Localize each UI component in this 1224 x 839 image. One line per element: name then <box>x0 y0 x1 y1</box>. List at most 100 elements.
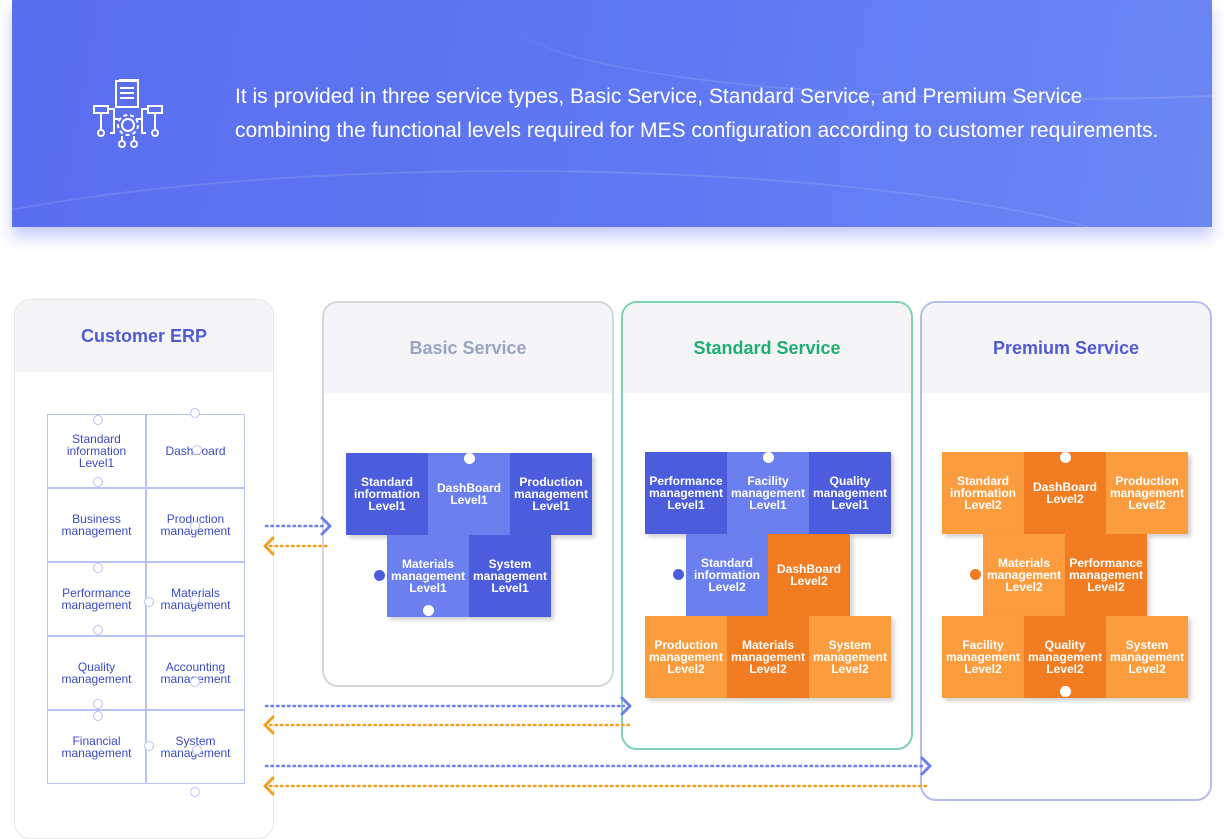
puzzle-knob <box>93 415 103 425</box>
block-label-line: Standard <box>700 556 753 570</box>
block-label-line: Level2 <box>1087 580 1125 594</box>
block-label-line: management <box>648 650 724 664</box>
erp-module-cell: Accountingmanagement <box>146 636 245 710</box>
block-label-line: information <box>354 487 420 501</box>
block-label-line: DashBoard <box>1032 480 1097 494</box>
block-label-line: Level1 <box>78 456 115 470</box>
block-label-line: Level1 <box>450 493 488 507</box>
block-label-line: Level2 <box>790 574 828 588</box>
premium-service-panel: Premium Service <box>920 301 1212 801</box>
block-label-line: management <box>1027 650 1103 664</box>
block-label-line: management <box>730 486 806 500</box>
puzzle-connector-dot <box>374 570 385 581</box>
puzzle-connector-dot <box>464 453 475 464</box>
block-label-line: Materials <box>997 556 1051 570</box>
puzzle-knob <box>144 741 154 751</box>
block-label-line: management <box>812 486 888 500</box>
banner-text: It is provided in three service types, B… <box>235 80 1195 148</box>
block-label-line: Facility <box>962 638 1004 652</box>
block-label-line: Production <box>166 512 225 526</box>
block-label-line: Quality <box>1044 638 1086 652</box>
block-label-line: Performance <box>62 586 131 600</box>
puzzle-knob <box>93 699 103 709</box>
puzzle-knob <box>190 787 200 797</box>
block-label-line: Level1 <box>532 499 570 513</box>
basic-service-title: Basic Service <box>324 303 612 393</box>
block-label-line: Level1 <box>491 581 529 595</box>
block-label-line: Accounting <box>165 660 226 674</box>
block-label-line: Financial <box>72 734 121 748</box>
puzzle-connector-dot <box>763 452 774 463</box>
block-label-line: Standard <box>956 474 1009 488</box>
banner-line-1: It is provided in three service types, B… <box>235 85 1083 108</box>
block-label-line: management <box>812 650 888 664</box>
block-label-line: Level1 <box>409 581 447 595</box>
block-label-line: management <box>730 650 806 664</box>
puzzle-knob <box>190 408 200 418</box>
standard-service-title: Standard Service <box>623 303 911 393</box>
block-label-line: Level2 <box>964 662 1002 676</box>
block-label-line: Level2 <box>964 498 1002 512</box>
customer-erp-title: Customer ERP <box>15 300 273 372</box>
block-label-line: Performance <box>1069 556 1143 570</box>
block-label-line: Materials <box>401 557 455 571</box>
premium-service-title: Premium Service <box>922 303 1210 393</box>
block-label-line: System <box>488 557 532 571</box>
erp-module-grid: StandardinformationLevel1DashBoardBusine… <box>47 408 245 797</box>
block-label-line: management <box>986 568 1062 582</box>
block-label-line: information <box>66 444 127 458</box>
block-label-line: Performance <box>649 474 723 488</box>
puzzle-knob <box>93 711 103 721</box>
block-label-line: management <box>1068 568 1144 582</box>
block-label-line: DashBoard <box>436 481 501 495</box>
block-label-line: System <box>828 638 872 652</box>
block-label-line: Level2 <box>1046 662 1084 676</box>
block-label-line: Production <box>1115 474 1179 488</box>
block-label-line: Materials <box>171 586 220 600</box>
block-label-line: Production <box>654 638 718 652</box>
puzzle-connector-dot <box>970 569 981 580</box>
puzzle-knob <box>190 595 200 605</box>
block-label-line: Level2 <box>1005 580 1043 594</box>
block-label-line: management <box>472 569 548 583</box>
puzzle-connector-dot <box>423 605 434 616</box>
puzzle-knob <box>190 677 200 687</box>
block-label-line: management <box>160 524 231 538</box>
block-label-line: Level2 <box>1128 498 1166 512</box>
block-label-line: management <box>160 598 231 612</box>
puzzle-connector-dot <box>1060 452 1071 463</box>
block-label-line: information <box>950 486 1016 500</box>
block-label-line: Production <box>519 475 583 489</box>
block-label-line: System <box>175 734 216 748</box>
block-label-line: Level2 <box>831 662 869 676</box>
block-label-line: Materials <box>741 638 795 652</box>
block-label-line: Level2 <box>667 662 705 676</box>
block-label-line: Standard <box>72 432 121 446</box>
process-gear-icon <box>93 79 163 148</box>
puzzle-knob <box>192 745 202 755</box>
block-label-line: Level2 <box>1046 492 1084 506</box>
block-label-line: management <box>513 487 589 501</box>
intro-banner: It is provided in three service types, B… <box>12 0 1212 227</box>
banner-line-2: combining the functional levels required… <box>235 119 1159 142</box>
